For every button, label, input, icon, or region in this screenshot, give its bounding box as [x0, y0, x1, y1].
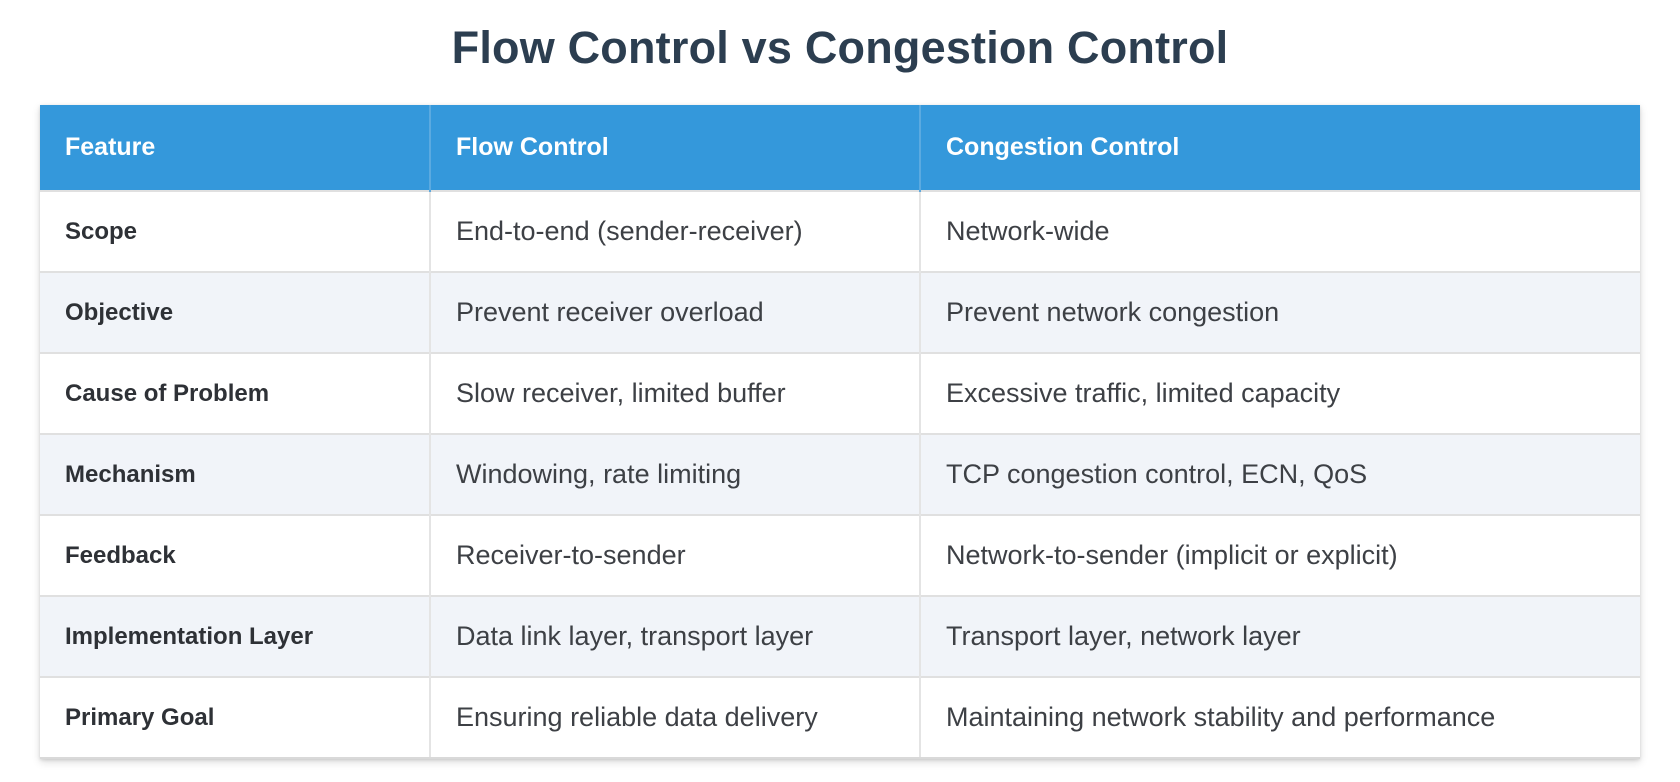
table-header-row: Feature Flow Control Congestion Control — [40, 105, 1640, 191]
column-header-feature: Feature — [40, 105, 431, 191]
flow-control-cell: End-to-end (sender-receiver) — [430, 190, 921, 272]
page-title: Flow Control vs Congestion Control — [451, 22, 1229, 73]
flow-control-cell: Data link layer, transport layer — [430, 595, 921, 677]
comparison-table-container: Feature Flow Control Congestion Control … — [40, 105, 1640, 759]
congestion-control-cell: Maintaining network stability and perfor… — [920, 676, 1640, 759]
feature-cell: Cause of Problem — [40, 352, 431, 434]
table-row-objective: Objective Prevent receiver overload Prev… — [40, 271, 1640, 353]
congestion-control-cell: Network-to-sender (implicit or explicit) — [920, 514, 1640, 596]
comparison-table: Feature Flow Control Congestion Control … — [40, 105, 1640, 759]
feature-cell: Scope — [40, 190, 431, 272]
table-row-primary-goal: Primary Goal Ensuring reliable data deli… — [40, 676, 1640, 759]
congestion-control-cell: Excessive traffic, limited capacity — [920, 352, 1640, 434]
flow-control-cell: Windowing, rate limiting — [430, 433, 921, 515]
column-header-flow-control: Flow Control — [430, 105, 921, 191]
table-row-feedback: Feedback Receiver-to-sender Network-to-s… — [40, 514, 1640, 596]
congestion-control-cell: Prevent network congestion — [920, 271, 1640, 353]
column-header-congestion-control: Congestion Control — [920, 105, 1640, 191]
feature-cell: Primary Goal — [40, 676, 431, 759]
flow-control-cell: Receiver-to-sender — [430, 514, 921, 596]
flow-control-cell: Slow receiver, limited buffer — [430, 352, 921, 434]
table-row-scope: Scope End-to-end (sender-receiver) Netwo… — [40, 190, 1640, 272]
feature-cell: Implementation Layer — [40, 595, 431, 677]
table-row-implementation-layer: Implementation Layer Data link layer, tr… — [40, 595, 1640, 677]
feature-cell: Mechanism — [40, 433, 431, 515]
flow-control-cell: Ensuring reliable data delivery — [430, 676, 921, 759]
table-row-cause-of-problem: Cause of Problem Slow receiver, limited … — [40, 352, 1640, 434]
congestion-control-cell: TCP congestion control, ECN, QoS — [920, 433, 1640, 515]
congestion-control-cell: Transport layer, network layer — [920, 595, 1640, 677]
feature-cell: Feedback — [40, 514, 431, 596]
flow-control-cell: Prevent receiver overload — [430, 271, 921, 353]
congestion-control-cell: Network-wide — [920, 190, 1640, 272]
feature-cell: Objective — [40, 271, 431, 353]
table-row-mechanism: Mechanism Windowing, rate limiting TCP c… — [40, 433, 1640, 515]
